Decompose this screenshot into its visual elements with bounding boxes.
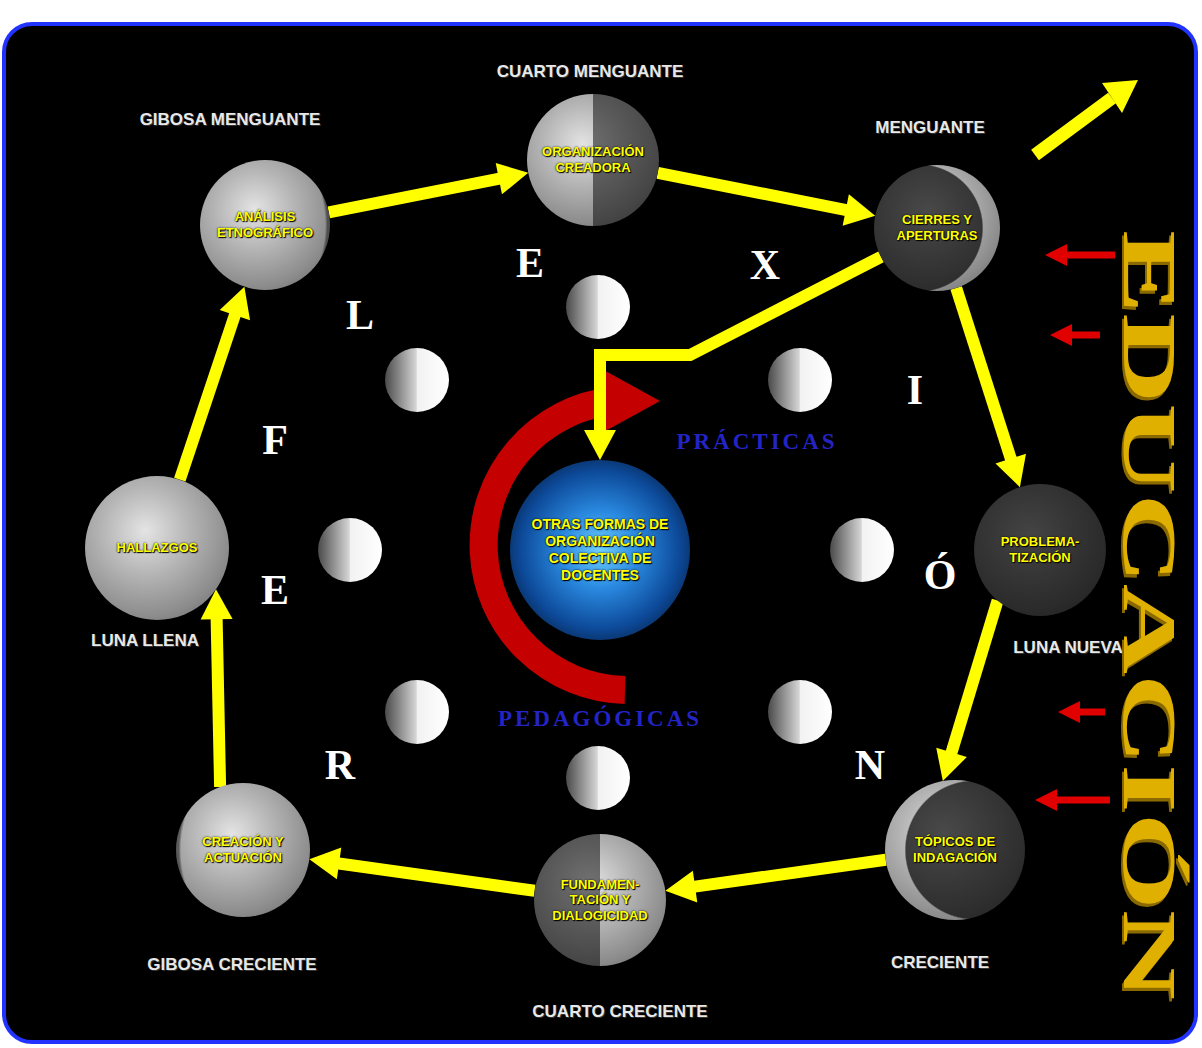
- half-moon-icon: [830, 518, 894, 582]
- phase-heading: CUARTO CRECIENTE: [532, 1002, 707, 1022]
- outward-arrow-head: [1102, 80, 1138, 113]
- phase-text: FUNDAMEN- TACIÓN Y DIALOGICIDAD: [545, 877, 656, 924]
- half-moon-icon: [385, 348, 449, 412]
- reflexion-letter: I: [907, 369, 923, 411]
- phase-text: PROBLEMA- TIZACIÓN: [985, 534, 1096, 565]
- reflexion-letter: N: [855, 744, 885, 786]
- phase-heading: GIBOSA MENGUANTE: [140, 110, 321, 130]
- arrow-head: [996, 454, 1026, 487]
- phase-text: CIERRES Y APERTURAS: [884, 212, 990, 243]
- half-moon-icon: [566, 746, 630, 810]
- half-moon-icon: [566, 275, 630, 339]
- phase-text: ANÁLISIS ETNOGRÁFICO: [211, 209, 320, 240]
- phase-heading: LUNA LLENA: [91, 631, 199, 651]
- half-moon-icon: [768, 680, 832, 744]
- cycle-arrow: [329, 163, 528, 212]
- reflexion-letter: Ó: [924, 554, 957, 596]
- phase-heading: LUNA NUEVA: [1013, 638, 1123, 658]
- red-arrow-head: [1058, 701, 1080, 723]
- red-arrow: [1055, 797, 1110, 804]
- red-arrow-head: [1050, 324, 1072, 346]
- phase-text: TÓPICOS DE INDAGACIÓN: [896, 834, 1014, 865]
- red-arrow-head: [1035, 789, 1057, 811]
- phase-heading: GIBOSA CRECIENTE: [147, 955, 316, 975]
- phase-heading: CRECIENTE: [891, 953, 989, 973]
- moon-phase: FUNDAMEN- TACIÓN Y DIALOGICIDADCUARTO CR…: [534, 834, 666, 966]
- cycle-arrow: [956, 288, 1026, 487]
- phase-heading: MENGUANTE: [875, 118, 985, 138]
- arrow-line: [337, 863, 534, 891]
- reflexion-letter: F: [262, 419, 288, 461]
- phase-text: ORGANIZACIÓN CREADORA: [538, 144, 649, 175]
- moon-phase: MENGUANTECIERRES Y APERTURAS: [874, 165, 1000, 291]
- moon-phase: CREACIÓN Y ACTUACIÓNGIBOSA CRECIENTE: [176, 783, 310, 917]
- reflexion-letter: L: [346, 294, 374, 336]
- arrow-head: [665, 871, 697, 903]
- arrow-head: [936, 748, 967, 781]
- moon-phase: GIBOSA MENGUANTEANÁLISIS ETNOGRÁFICO: [200, 160, 330, 290]
- moon-phase: CUARTO MENGUANTEORGANIZACIÓN CREADORA: [527, 94, 659, 226]
- cycle-arrow: [658, 173, 875, 226]
- phase-heading: CUARTO MENGUANTE: [497, 62, 684, 82]
- phase-text: HALLAZGOS: [97, 540, 218, 556]
- arrow-line: [951, 601, 998, 755]
- arrow-line: [956, 288, 1011, 461]
- arrow-line: [217, 617, 221, 787]
- moon-phase: TÓPICOS DE INDAGACIÓNCRECIENTE: [885, 780, 1025, 920]
- center-text: OTRAS FORMAS DE ORGANIZACIÓN COLECTIVA D…: [525, 516, 675, 583]
- arrow-head: [309, 848, 341, 880]
- phase-text: CREACIÓN Y ACTUACIÓN: [187, 834, 300, 865]
- cycle-arrow: [584, 257, 881, 460]
- arrow-head: [843, 194, 876, 225]
- cycle-arrow: [180, 287, 250, 480]
- moon-phase: HALLAZGOSLUNA LLENA: [85, 476, 229, 620]
- reflexion-letter: X: [750, 244, 780, 286]
- reflexion-letter: E: [261, 569, 289, 611]
- red-arrow-head: [1045, 244, 1067, 266]
- half-moon-icon: [318, 518, 382, 582]
- arrow-line: [180, 313, 236, 480]
- red-arrow: [1070, 332, 1100, 339]
- arrow-head: [584, 430, 616, 460]
- red-arrow: [1078, 709, 1105, 716]
- cycle-arrow: [665, 860, 885, 903]
- reflexion-letter: R: [325, 744, 355, 786]
- moon-phase: PROBLEMA- TIZACIÓNLUNA NUEVA: [974, 484, 1106, 616]
- cycle-arrow: [309, 848, 534, 891]
- arrow-head: [496, 163, 529, 194]
- arrow-line: [693, 860, 886, 887]
- vertical-title: EDUCACIÓN: [1112, 230, 1188, 1000]
- outward-arrow: [1035, 98, 1112, 155]
- cycle-arc-head: [600, 368, 660, 434]
- frame-panel: [4, 24, 1196, 1042]
- reflexion-letter: E: [516, 242, 544, 284]
- cycle-word: PEDAGÓGICAS: [498, 707, 702, 730]
- cycle-arrow: [936, 601, 997, 781]
- arrow-line: [658, 173, 848, 211]
- cycle-arrow: [201, 589, 233, 787]
- arrow-head: [220, 287, 250, 321]
- half-moon-icon: [768, 348, 832, 412]
- center-circle: OTRAS FORMAS DE ORGANIZACIÓN COLECTIVA D…: [510, 460, 690, 640]
- red-arrow: [1065, 252, 1115, 259]
- cycle-word: PRÁCTICAS: [676, 430, 837, 453]
- arrow-line: [600, 257, 881, 432]
- half-moon-icon: [385, 680, 449, 744]
- arrow-line: [329, 178, 501, 212]
